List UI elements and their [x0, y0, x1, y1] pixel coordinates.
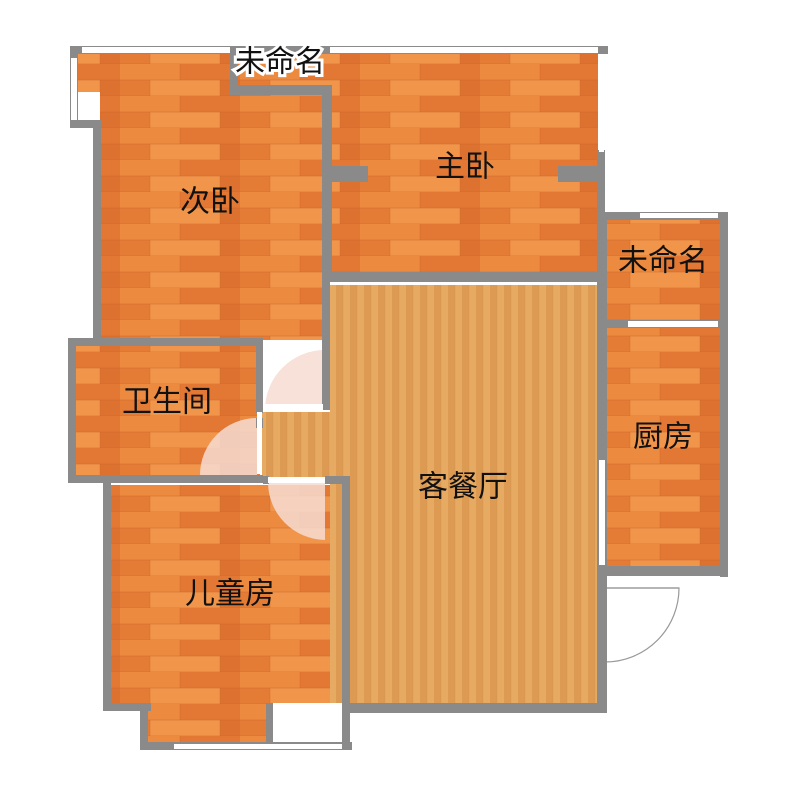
wall-master-stub-right: [558, 166, 603, 182]
wall-kids-top-right: [325, 476, 350, 484]
door-swing-bathroom: [265, 350, 325, 410]
wall-bathroom-right: [256, 338, 263, 413]
window-bath-door: [257, 412, 262, 474]
wall-second-master: [322, 85, 332, 280]
wall-kids-bay-left: [140, 703, 148, 750]
wall-master-stub-left: [332, 166, 368, 182]
wall-master-bottom: [330, 272, 605, 282]
room-label-unnamed-right: 未命名: [618, 244, 708, 279]
window-kitchen-left: [599, 460, 605, 565]
floor-living-corridor: [262, 412, 332, 482]
room-label-second-bedroom: 次卧: [180, 185, 240, 220]
wall-unnamed-notch-left: [230, 54, 238, 94]
window-unnamed-right: [640, 213, 718, 218]
window-left: [71, 58, 77, 120]
window-kids-bottom: [174, 744, 342, 749]
wall-kids-bay-right: [266, 703, 273, 750]
room-label-kids-room: 儿童房: [185, 577, 275, 612]
room-label-unnamed-top: 未命名: [235, 45, 325, 80]
wall-bathroom-top: [68, 338, 263, 346]
wall-living-bottom: [342, 703, 607, 713]
window-bath-door-top: [265, 404, 323, 410]
wall-kitchen-bottom: [600, 566, 728, 576]
window-kids-door: [268, 477, 325, 483]
wall-second-master-lower: [322, 280, 330, 410]
floor-kids-room-bay: [148, 703, 266, 745]
door-swing-bathroom-2: [200, 418, 257, 475]
room-label-master-bedroom: 主卧: [435, 150, 495, 185]
wall-kids-bottom-left: [103, 703, 151, 711]
floor-living-dining: [330, 285, 598, 703]
window-top-left: [82, 47, 230, 53]
wall-kids-top-left: [263, 476, 269, 484]
room-label-kitchen: 厨房: [633, 420, 693, 455]
wall-unnamed-notch: [230, 85, 330, 95]
floor-master-bedroom: [330, 52, 598, 280]
floors: [75, 52, 720, 745]
window-kitchen-divider: [628, 321, 718, 327]
room-label-living-dining: 客餐厅: [418, 470, 508, 505]
wall-kids-right: [342, 478, 350, 750]
door-swing-kids: [267, 482, 325, 540]
windows: [71, 47, 718, 749]
floor-second-bedroom: [100, 92, 330, 340]
floor-unnamed-right: [605, 218, 720, 320]
window-top-right: [330, 47, 598, 53]
door-swings: [200, 350, 680, 663]
floor-kitchen: [605, 328, 720, 566]
wall-kids-left: [103, 478, 111, 710]
wall-left-second-bedroom: [93, 120, 101, 342]
window-right-master: [599, 58, 604, 152]
wall-unnamed-right-outer: [720, 212, 728, 577]
wall-bathroom-left: [68, 338, 76, 481]
wall-left-step: [70, 120, 100, 128]
wall-right-column: [597, 212, 607, 572]
door-swing-entrance: [604, 587, 680, 663]
wall-living-right-lower: [597, 572, 607, 712]
wall-bathroom-bottom: [68, 475, 263, 483]
room-label-bathroom: 卫生间: [122, 385, 212, 420]
